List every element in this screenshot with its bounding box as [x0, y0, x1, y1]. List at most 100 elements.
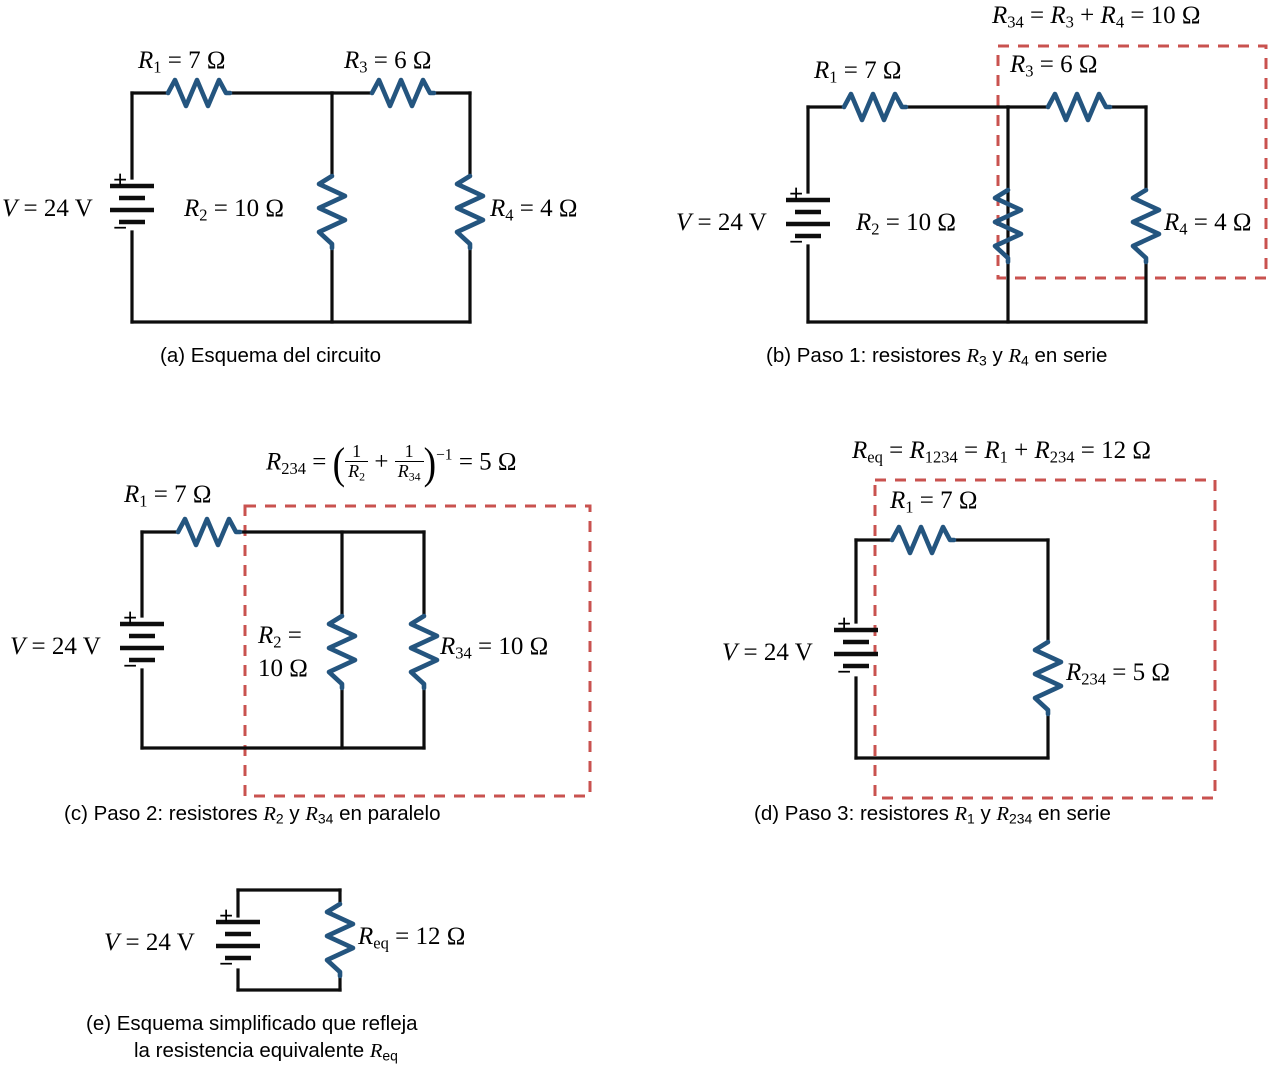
formula-b-lhs: R — [992, 2, 1008, 29]
panel-d-caption-v1: R — [954, 803, 968, 825]
formula-c-lhs-sub: 234 — [281, 458, 307, 478]
battery-symbol-b — [786, 197, 830, 239]
panel-e-caption-line2-pre: la resistencia equivalente — [134, 1039, 370, 1063]
panel-b-r2-value: 10 — [906, 209, 932, 236]
panel-c-r34-sub: 34 — [455, 643, 472, 663]
resistor-r4-symbol-a — [454, 173, 486, 251]
panel-e-req-name: R — [358, 923, 374, 950]
panel-a-circuit-schematic: V = 24 V + − R1 = 7 Ω R3 = 6 Ω R2 = 10 Ω… — [0, 0, 640, 400]
panel-b-r1-name: R — [814, 57, 830, 84]
resistor-r1-symbol-b — [841, 91, 909, 123]
panel-d-r234-sub: 234 — [1081, 669, 1107, 689]
resistor-r2-symbol-b — [992, 187, 1024, 265]
panel-c-r2-name: R — [258, 622, 274, 649]
panel-b-r2-sub: 2 — [871, 219, 880, 239]
panel-a-r2-value: 10 — [234, 195, 260, 222]
panel-b-r4-name: R — [1164, 209, 1180, 236]
formula-c-den1: R2 — [345, 460, 369, 484]
panel-c-caption-mid: y — [283, 802, 306, 825]
panel-d-caption-s1: 1 — [967, 810, 975, 827]
panel-a-r4-label: R4 = 4 Ω — [490, 195, 578, 225]
panel-d-battery-plus: + — [837, 611, 852, 638]
panel-b-r3-value: 6 — [1060, 51, 1073, 78]
circuit-wires-a — [130, 91, 472, 324]
panel-e-source-var: V — [104, 929, 120, 956]
panel-b-source-var: V — [676, 209, 692, 236]
panel-c-r1-name: R — [124, 481, 140, 508]
battery-symbol-a — [110, 183, 154, 225]
panel-c-r1-sub: 1 — [139, 491, 148, 511]
formula-c-den2: R34 — [394, 460, 424, 484]
panel-d-source-var: V — [722, 639, 738, 666]
formula-c-den2-sub: 34 — [408, 469, 421, 484]
panel-b-caption: (b) Paso 1: resistores R3 y R4 en serie — [766, 342, 1107, 370]
panel-d-source-eq: = — [743, 639, 758, 666]
panel-a-r1-sub: 1 — [153, 57, 162, 77]
panel-c-svg — [120, 504, 592, 798]
formula-b-lhs-sub: 34 — [1007, 12, 1024, 32]
formula-d-lhs-sub: eq — [867, 447, 883, 467]
panel-d-r1-label: R1 = 7 Ω — [890, 487, 978, 517]
panel-a-r1-name: R — [138, 47, 154, 74]
panel-a-r4-unit: Ω — [558, 195, 578, 222]
panel-a-r2-sub: 2 — [199, 205, 208, 225]
panel-d-caption: (d) Paso 3: resistores R1 y R234 en seri… — [754, 800, 1111, 828]
panel-c-r2-line1: R2 = — [258, 622, 302, 652]
panel-a-source-eq: = — [23, 195, 38, 222]
panel-c-source-label: V = 24 V — [10, 634, 101, 659]
highlight-box-req — [873, 478, 1217, 800]
resistor-r3-symbol-b — [1045, 91, 1113, 123]
panel-a-r2-name: R — [184, 195, 200, 222]
panel-e-caption: (e) Esquema simplificado que refleja la … — [86, 1010, 418, 1065]
panel-b-caption-v2: R — [1008, 345, 1021, 367]
panel-b-step1-series: R34 = R3 + R4 = 10 Ω V = 24 V + − R1 = 7… — [640, 0, 1282, 400]
formula-c-den1-sub: 2 — [359, 469, 366, 484]
panel-b-battery-minus: − — [789, 229, 804, 256]
formula-c-den1-var: R — [348, 460, 360, 481]
panel-b-formula-r34: R34 = R3 + R4 = 10 Ω — [992, 2, 1201, 32]
circuit-wires-e — [236, 888, 342, 992]
resistor-r3-symbol-a — [369, 77, 437, 109]
panel-a-r1-label: R1 = 7 Ω — [138, 47, 226, 77]
panel-a-source-var: V — [2, 195, 18, 222]
panel-d-step3-series: Req = R1234 = R1 + R234 = 12 Ω V = 24 V … — [640, 420, 1282, 840]
panel-d-caption-s2: 234 — [1009, 810, 1033, 827]
formula-c-lhs: R — [266, 448, 282, 476]
panel-e-source-label: V = 24 V — [104, 930, 195, 955]
panel-e-caption-line2-var: R — [369, 1040, 383, 1063]
formula-c-exponent: −1 — [436, 446, 453, 464]
panel-c-caption-post: en paralelo — [333, 802, 441, 825]
panel-a-svg — [110, 77, 486, 324]
panel-b-source-eq: = — [697, 209, 712, 236]
panel-e-caption-line2: la resistencia equivalente Req — [86, 1037, 418, 1065]
panel-e-source-value: 24 V — [145, 929, 195, 956]
panel-a-r3-unit: Ω — [412, 47, 432, 74]
panel-d-r1-value: 7 — [940, 487, 953, 514]
circuit-wires-c — [140, 530, 426, 750]
formula-b-result: 10 — [1150, 2, 1176, 29]
panel-d-caption-pre: (d) Paso 3: resistores — [754, 802, 955, 825]
panel-a-r3-value: 6 — [394, 47, 407, 74]
panel-a-source-value: 24 V — [43, 195, 93, 222]
formula-c-plus: + — [374, 448, 389, 476]
battery-symbol-c — [120, 621, 164, 663]
panel-b-r1-label: R1 = 7 Ω — [814, 57, 902, 87]
panel-b-r4-unit: Ω — [1232, 209, 1252, 236]
formula-c-unit: Ω — [497, 448, 517, 476]
panel-a-r4-value: 4 — [540, 195, 553, 222]
panel-b-caption-s1: 3 — [979, 352, 987, 369]
circuit-wires-d — [854, 538, 1050, 760]
panel-c-caption-s2: 34 — [317, 810, 334, 827]
panel-c-r1-value: 7 — [174, 481, 187, 508]
panel-e-req-value: 12 — [415, 923, 441, 950]
panel-d-formula-req: Req = R1234 = R1 + R234 = 12 Ω — [852, 437, 1151, 467]
panel-d-svg — [834, 478, 1217, 800]
battery-symbol-d — [834, 627, 878, 669]
panel-c-source-var: V — [10, 633, 26, 660]
panel-d-source-value: 24 V — [763, 639, 813, 666]
panel-d-r234-unit: Ω — [1151, 659, 1170, 686]
panel-b-r3-sub: 3 — [1025, 61, 1034, 81]
panel-b-r2-name: R — [856, 209, 872, 236]
panel-a-r3-label: R3 = 6 Ω — [344, 47, 432, 77]
